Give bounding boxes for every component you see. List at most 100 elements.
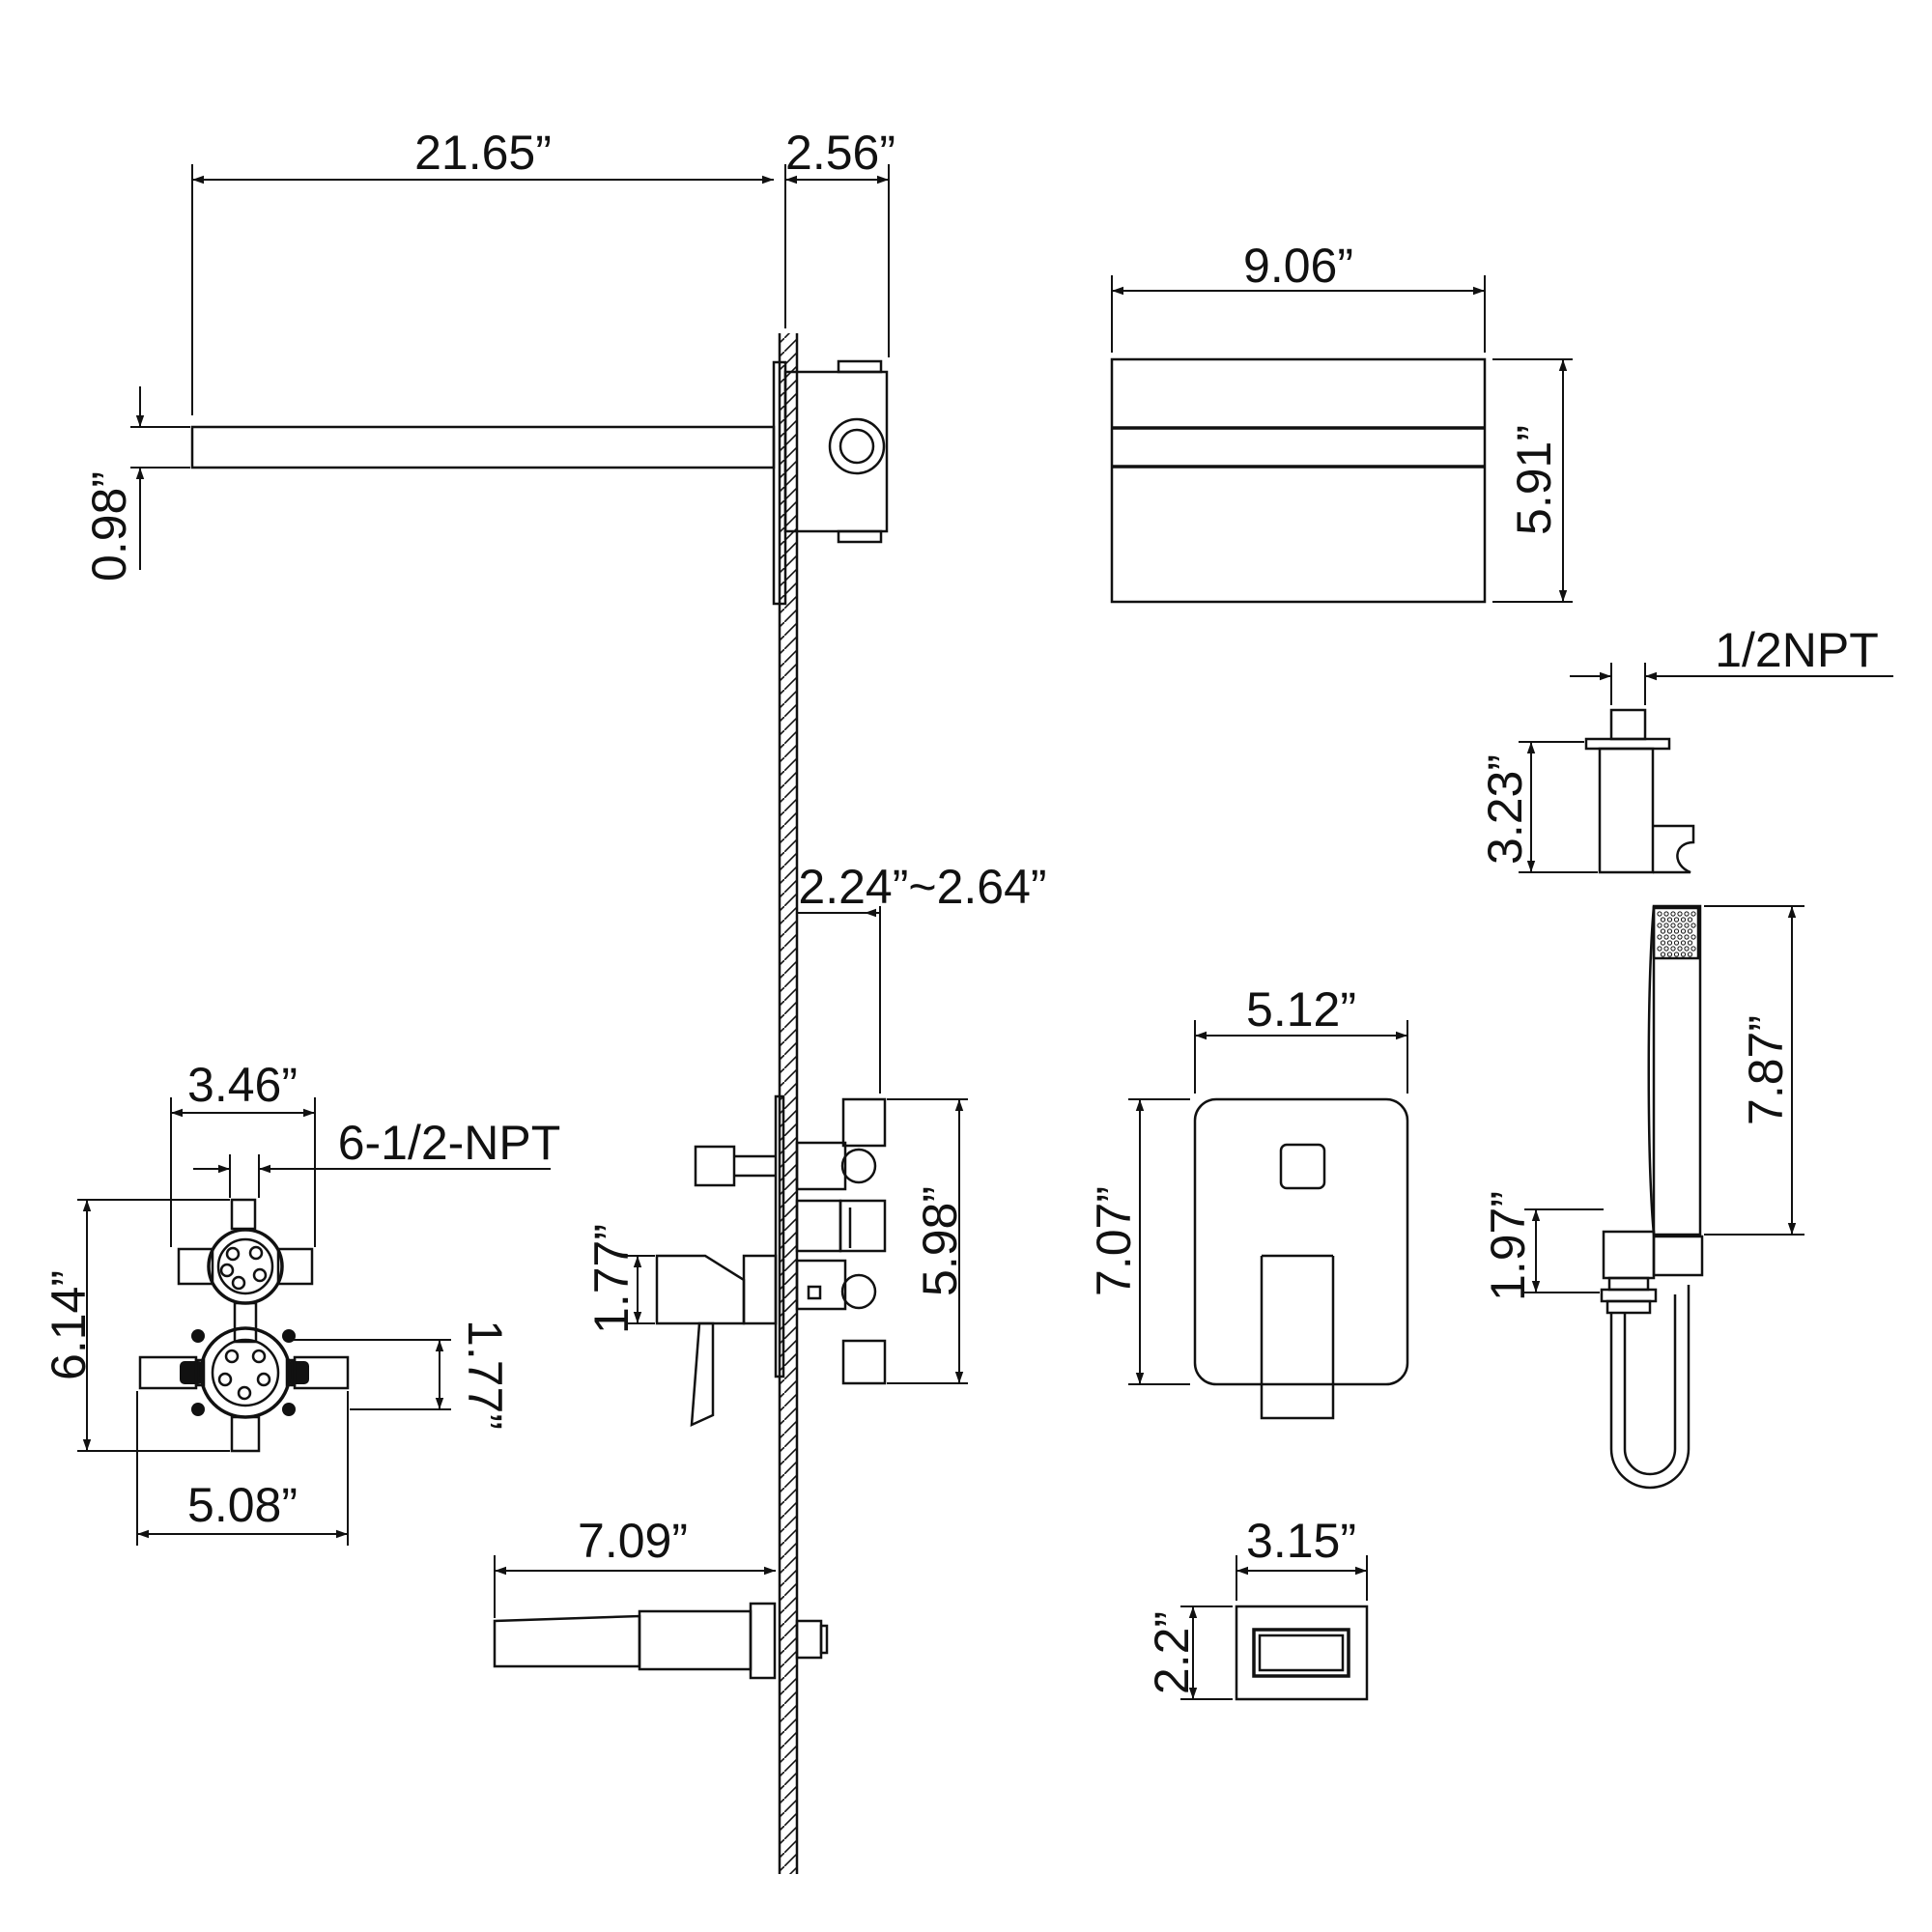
spray-nozzle	[1677, 946, 1683, 952]
dimension-valve-depth: 2.24”~2.64”	[797, 860, 1047, 1094]
spray-nozzle	[1677, 934, 1683, 940]
hand-shower-holder	[1584, 708, 1695, 874]
dimension-rough-spacing: 1.77”	[290, 1320, 512, 1430]
head-width-label: 9.06”	[1243, 239, 1353, 293]
spray-nozzle	[1670, 946, 1676, 952]
dimension-holder-height: 3.23”	[1478, 741, 1598, 873]
shower-head-front-view	[1110, 357, 1487, 604]
shower-arm-side-view	[190, 359, 889, 606]
hose-elbow-height-label: 1.97”	[1481, 1191, 1535, 1301]
spray-nozzle	[1680, 928, 1687, 934]
valve-side-view	[655, 1094, 887, 1428]
dimension-head-height: 5.91”	[1492, 358, 1573, 603]
dimension-outlet-width: 3.15”	[1236, 1514, 1368, 1601]
spray-nozzle	[1680, 917, 1687, 923]
wall-section	[778, 333, 799, 1874]
rough-in-valve-front-view	[138, 1198, 350, 1453]
rough-height-label: 6.14”	[42, 1270, 96, 1380]
dimension-head-width: 9.06”	[1111, 239, 1486, 353]
spray-nozzle	[1670, 911, 1676, 917]
rough-spacing-label: 1.77”	[458, 1320, 512, 1430]
holder-thread-label: 1/2NPT	[1715, 623, 1879, 677]
dimension-holder-thread: 1/2NPT	[1570, 623, 1893, 705]
spray-nozzle	[1690, 946, 1696, 952]
spray-nozzle-icon	[1657, 911, 1696, 957]
spray-nozzle	[1663, 911, 1669, 917]
holder-height-label: 3.23”	[1478, 754, 1532, 865]
wall-outlet-front-view	[1235, 1605, 1369, 1701]
spray-nozzle	[1660, 928, 1666, 934]
rough-width-label: 3.46”	[187, 1058, 298, 1112]
spray-nozzle	[1687, 917, 1693, 923]
valve-body-height-label: 5.98”	[913, 1186, 967, 1296]
spray-nozzle	[1687, 940, 1693, 946]
arm-height-label: 0.98”	[82, 471, 136, 582]
dimension-plate-height: 7.07”	[1087, 1098, 1190, 1385]
spray-nozzle	[1670, 934, 1676, 940]
dimension-rough-height: 6.14”	[42, 1199, 230, 1452]
arm-base-depth-label: 2.56”	[785, 126, 895, 180]
plate-width-label: 5.12”	[1246, 982, 1356, 1037]
spray-nozzle	[1673, 917, 1680, 923]
spray-nozzle	[1666, 952, 1673, 957]
spray-nozzle	[1690, 923, 1696, 928]
spray-nozzle	[1660, 952, 1666, 957]
spray-nozzle	[1673, 952, 1680, 957]
dimension-arm-length: 21.65”	[191, 126, 774, 415]
dimension-hose-elbow-height: 1.97”	[1481, 1191, 1604, 1301]
spray-nozzle	[1673, 928, 1680, 934]
dimension-rough-thread: 6-1/2-NPT	[193, 1116, 560, 1198]
spray-nozzle	[1663, 946, 1669, 952]
spray-nozzle	[1666, 928, 1673, 934]
spray-nozzle	[1660, 940, 1666, 946]
spray-nozzle	[1657, 923, 1662, 928]
outlet-height-label: 2.2”	[1145, 1611, 1199, 1694]
spray-nozzle	[1657, 946, 1662, 952]
spray-nozzle	[1680, 952, 1687, 957]
spray-nozzle	[1680, 940, 1687, 946]
spray-nozzle	[1666, 940, 1673, 946]
spray-nozzle	[1684, 911, 1690, 917]
spray-nozzle	[1684, 923, 1690, 928]
spray-nozzle	[1687, 928, 1693, 934]
plate-height-label: 7.07”	[1087, 1186, 1141, 1296]
arm-length-label: 21.65”	[414, 126, 552, 180]
dimension-spout-length: 7.09”	[494, 1514, 776, 1618]
head-height-label: 5.91”	[1507, 425, 1561, 535]
spray-nozzle	[1657, 911, 1662, 917]
outlet-width-label: 3.15”	[1246, 1514, 1356, 1568]
dimension-rough-base-width: 5.08”	[136, 1391, 349, 1546]
rough-thread-label: 6-1/2-NPT	[338, 1116, 561, 1170]
spray-nozzle	[1660, 917, 1666, 923]
spray-nozzle	[1663, 934, 1669, 940]
valve-trim-plate-front-view	[1193, 1097, 1409, 1420]
handle-offset-label: 1.77”	[584, 1224, 639, 1334]
dimension-rough-width: 3.46”	[170, 1058, 316, 1247]
spout-length-label: 7.09”	[578, 1514, 688, 1568]
spray-nozzle	[1690, 911, 1696, 917]
dimension-plate-width: 5.12”	[1194, 982, 1408, 1094]
tub-spout-side-view	[493, 1602, 829, 1680]
spray-nozzle	[1663, 923, 1669, 928]
spray-nozzle	[1657, 934, 1662, 940]
spray-nozzle	[1670, 923, 1676, 928]
dimension-handle-offset: 1.77”	[584, 1224, 655, 1334]
hand-shower-with-hose	[1600, 904, 1704, 1490]
valve-depth-label: 2.24”~2.64”	[798, 860, 1046, 914]
hand-shower-length-label: 7.87”	[1739, 1015, 1793, 1125]
spray-nozzle	[1673, 940, 1680, 946]
spray-nozzle	[1684, 946, 1690, 952]
rough-base-width-label: 5.08”	[187, 1478, 298, 1532]
spray-nozzle	[1677, 923, 1683, 928]
dimension-arm-base-depth: 2.56”	[784, 126, 895, 357]
dimension-valve-body-height: 5.98”	[887, 1098, 968, 1384]
spray-nozzle	[1684, 934, 1690, 940]
spray-nozzle	[1690, 934, 1696, 940]
spray-nozzle	[1677, 911, 1683, 917]
dimension-arm-height: 0.98”	[82, 386, 190, 582]
dimension-outlet-height: 2.2”	[1145, 1605, 1233, 1700]
dimension-hand-shower-length: 7.87”	[1704, 905, 1804, 1236]
spray-nozzle	[1687, 952, 1693, 957]
spray-nozzle	[1666, 917, 1673, 923]
